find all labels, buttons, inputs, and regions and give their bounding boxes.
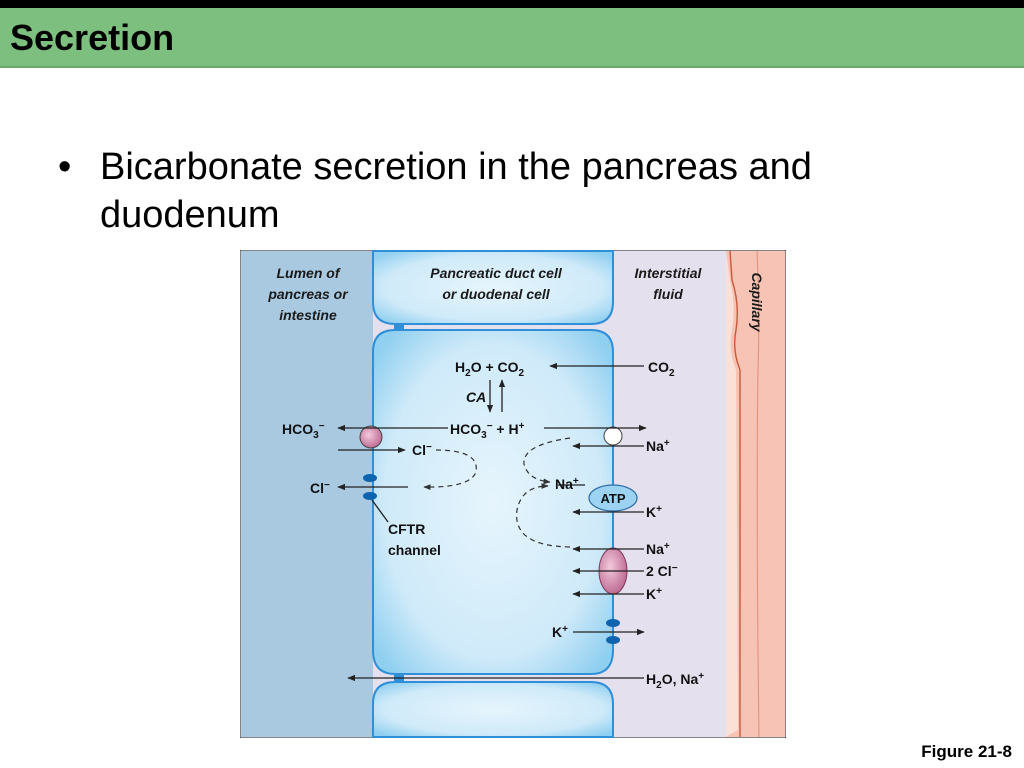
capillary-wall-line (729, 250, 741, 737)
nkcc-na-label: Na+ (646, 541, 670, 557)
duct-cell (372, 329, 614, 675)
upper-cell (372, 250, 614, 325)
capillary-label: Capillary (749, 272, 765, 332)
na-k-atpase (588, 484, 638, 512)
na-h-exchanger (603, 426, 623, 446)
cftr-pointer (371, 499, 389, 523)
slide-title: Secretion (10, 17, 175, 58)
cftr-label-1: CFTR (388, 521, 425, 537)
hco3-lumen-label: HCO3− (282, 421, 325, 441)
figure-label: Figure 21-8 (921, 742, 1012, 761)
na-interstitial-label: Na+ (646, 438, 670, 454)
capillary-wall (726, 251, 738, 737)
cl-lumen-label: Cl− (310, 480, 330, 496)
cell-label-2: or duodenal cell (442, 286, 550, 302)
lumen-region (241, 251, 373, 737)
title-bar: Secretion (0, 8, 1024, 68)
bicarbonate-secretion-diagram: Lumen of pancreas or intestine Pancreati… (239, 249, 787, 739)
lumen-label-3: intestine (279, 307, 337, 323)
h2o-na-paracellular-label: H2O, Na+ (646, 671, 704, 691)
bullet-symbol: • (58, 146, 72, 188)
tight-junction-upper (394, 324, 404, 330)
cftr-label-2: channel (388, 542, 441, 558)
nkcc-k-label: K+ (646, 586, 662, 602)
diagram-canvas: Lumen of pancreas or intestine Pancreati… (239, 249, 787, 739)
interstitial-label-1: Interstitial (635, 265, 703, 281)
interstitial-label-2: fluid (653, 286, 683, 302)
nkcc-cl-label: 2 Cl− (646, 563, 678, 579)
bullet-text: Bicarbonate secretion in the pancreas an… (100, 146, 812, 236)
top-border (0, 0, 1024, 8)
lower-cell (372, 681, 614, 738)
k-channel-bottom (606, 636, 620, 644)
carbonic-anhydrase-label: CA (466, 389, 486, 405)
atp-label: ATP (600, 491, 625, 506)
cell-label-1: Pancreatic duct cell (430, 265, 563, 281)
capillary-inner-line (756, 250, 760, 738)
lumen-label-1: Lumen of (277, 265, 341, 281)
cl-recycle-arrow (423, 449, 477, 491)
k-channel-top (606, 619, 620, 627)
cl-cell-label: Cl− (412, 442, 432, 458)
na-pump-label: Na+ (555, 476, 579, 492)
k-channel-label: K+ (552, 624, 568, 640)
hco3-h-label: HCO3− + H+ (450, 421, 525, 441)
cftr-channel-bottom (363, 492, 377, 500)
nkcc-na-recycle-arrow (516, 483, 571, 548)
na-recycle-arrow (523, 437, 571, 485)
hco3-cl-exchanger (359, 425, 383, 449)
co2-interstitial-label: CO2 (648, 359, 675, 379)
h2o-co2-label: H2O + CO2 (455, 359, 525, 379)
cftr-channel-top (363, 474, 377, 482)
lumen-label-2: pancreas or (267, 286, 349, 302)
k-pump-label: K+ (646, 504, 662, 520)
